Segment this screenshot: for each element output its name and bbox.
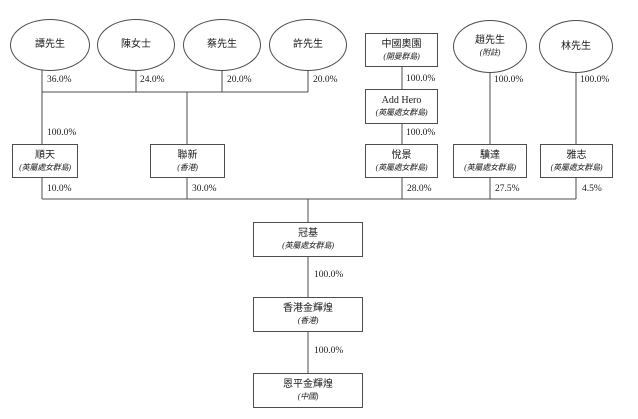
node-yazhi: 雅志 (英屬處女群島) — [540, 144, 613, 178]
node-enping-jinhuihuang-label: 恩平金輝煌 — [283, 379, 333, 390]
node-chan-label: 陳女士 — [121, 39, 151, 50]
pct-lianxin-guanji: 30.0% — [192, 184, 217, 194]
pct-tan-shuntian: 100.0% — [47, 128, 77, 138]
node-shuntian-jurisdiction: (英屬處女群島) — [19, 162, 71, 172]
node-enping-jinhuihuang-jurisdiction: (中國) — [297, 392, 319, 401]
node-lam: 林先生 — [539, 20, 613, 73]
node-hk-jinhuihuang: 香港金輝煌 (香港) — [253, 297, 363, 332]
pct-choi-lianxin: 20.0% — [227, 75, 252, 85]
pct-tan-lianxin: 36.0% — [47, 75, 72, 85]
pct-shuntian-guanji: 10.0% — [47, 184, 72, 194]
node-aoyuan-jurisdiction: (開曼群島) — [383, 51, 420, 61]
node-lianxin: 聯新 (香港) — [150, 144, 225, 178]
node-yazhi-label: 雅志 — [566, 149, 587, 161]
node-tan: 譚先生 — [10, 19, 90, 71]
node-choi-label: 蔡先生 — [207, 39, 237, 50]
node-yuejing-label: 悅景 — [391, 149, 412, 161]
pct-yuejing-guanji: 28.0% — [407, 184, 432, 194]
node-jida-label: 驥達 — [480, 149, 500, 161]
pct-jida-guanji: 27.5% — [495, 184, 520, 194]
node-hui: 許先生 — [269, 19, 347, 71]
node-jida: 驥達 (英屬處女群島) — [453, 144, 527, 178]
pct-aoyuan-addhero: 100.0% — [406, 74, 436, 84]
node-shuntian-label: 順天 — [35, 149, 55, 161]
node-addhero-label: Add Hero — [381, 95, 422, 106]
node-hui-label: 許先生 — [293, 39, 323, 50]
node-enping-jinhuihuang: 恩平金輝煌 (中國) — [253, 373, 363, 408]
node-lianxin-label: 聯新 — [177, 149, 198, 161]
node-hk-jinhuihuang-label: 香港金輝煌 — [283, 303, 333, 314]
pct-lam-yazhi: 100.0% — [580, 75, 610, 85]
node-lianxin-jurisdiction: (香港) — [177, 162, 198, 172]
node-yuejing-jurisdiction: (英屬處女群島) — [375, 162, 428, 172]
node-lam-label: 林先生 — [561, 40, 591, 52]
node-yazhi-jurisdiction: (英屬處女群島) — [550, 162, 603, 172]
pct-hui-lianxin: 20.0% — [313, 75, 338, 85]
node-tan-label: 譚先生 — [35, 39, 65, 50]
node-guanji-jurisdiction: (英屬處女群島) — [282, 241, 334, 250]
node-addhero-jurisdiction: (英屬處女群島) — [375, 108, 428, 117]
node-hk-jinhuihuang-jurisdiction: (香港) — [297, 316, 319, 325]
node-chan: 陳女士 — [97, 19, 175, 71]
node-choi: 蔡先生 — [183, 19, 261, 71]
node-zhao-label: 趙先生 — [475, 35, 505, 46]
pct-addhero-yuejing: 100.0% — [406, 128, 436, 138]
node-guanji: 冠基 (英屬處女群島) — [253, 222, 363, 257]
pct-zhao-jida: 100.0% — [494, 75, 524, 85]
node-aoyuan-label: 中國奧園 — [381, 38, 422, 50]
pct-chan-lianxin: 24.0% — [140, 75, 165, 85]
node-yuejing: 悅景 (英屬處女群島) — [365, 144, 438, 178]
node-jida-jurisdiction: (英屬處女群島) — [464, 162, 516, 172]
node-guanji-label: 冠基 — [298, 228, 318, 239]
pct-hkjhh-epjhh: 100.0% — [314, 346, 344, 356]
node-shuntian: 順天 (英屬處女群島) — [12, 144, 78, 178]
node-zhao-note: (附註) — [479, 48, 501, 57]
pct-yazhi-guanji: 4.5% — [582, 184, 602, 194]
node-addhero: Add Hero (英屬處女群島) — [365, 89, 438, 124]
node-zhao: 趙先生 (附註) — [453, 20, 527, 73]
node-aoyuan: 中國奧園 (開曼群島) — [365, 33, 438, 67]
pct-guanji-hkjhh: 100.0% — [314, 270, 344, 280]
